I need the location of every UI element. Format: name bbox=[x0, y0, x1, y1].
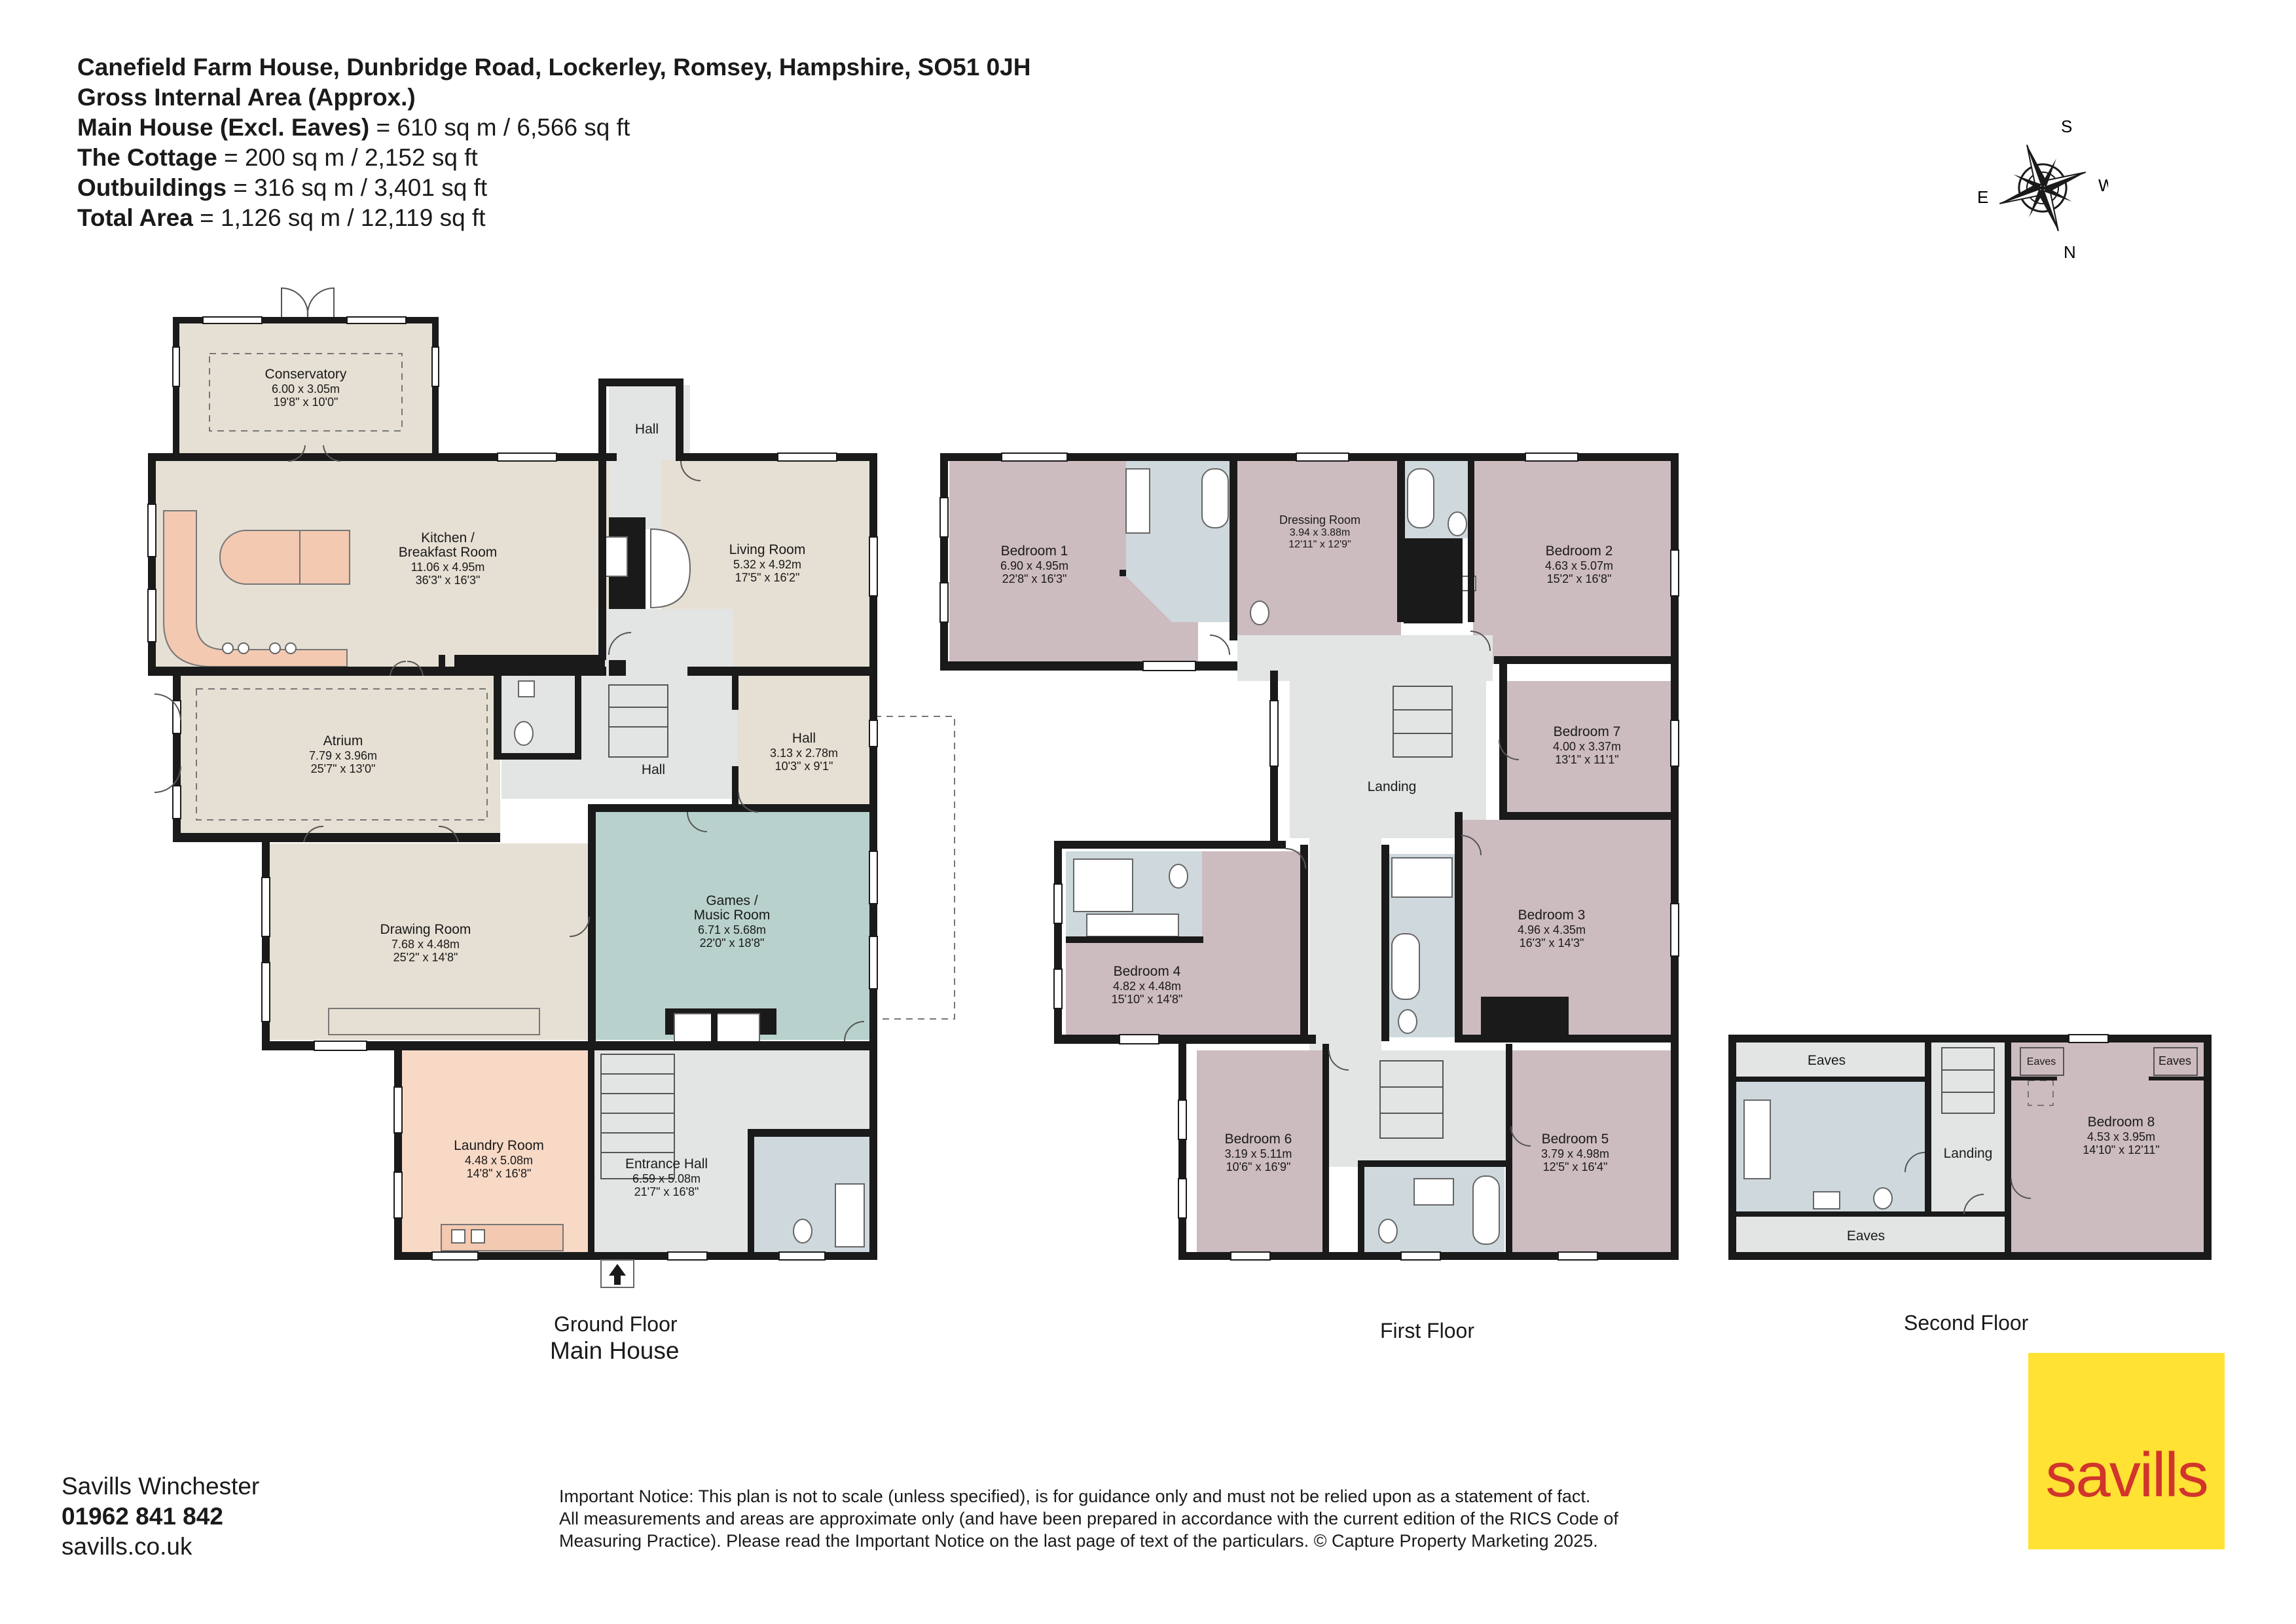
logo-text: savills bbox=[2045, 1440, 2208, 1510]
room-name: Entrance Hall bbox=[625, 1156, 708, 1172]
room-imperial: 25'7" x 13'0" bbox=[311, 762, 376, 775]
room-metric: 4.63 x 5.07m bbox=[1545, 559, 1613, 572]
area-total: Total Area = 1,126 sq m / 12,119 sq ft bbox=[77, 204, 486, 231]
ground-floor-labels: Conservatory 6.00 x 3.05m 19'8" x 10'0" … bbox=[265, 367, 838, 1198]
room-imperial: 14'10" x 12'11" bbox=[2083, 1143, 2159, 1156]
header: Canefield Farm House, Dunbridge Road, Lo… bbox=[77, 52, 1030, 233]
agent-details: Savills Winchester 01962 841 842 savills… bbox=[62, 1471, 259, 1562]
room-imperial: 22'8" x 16'3" bbox=[1002, 572, 1067, 585]
room-name: Landing bbox=[1368, 779, 1417, 794]
room-metric: 4.00 x 3.37m bbox=[1553, 740, 1621, 753]
important-notice: Important Notice: This plan is not to sc… bbox=[559, 1486, 1618, 1551]
room-name: Drawing Room bbox=[380, 922, 471, 937]
compass-w: W bbox=[2098, 175, 2108, 195]
room-metric: 7.79 x 3.96m bbox=[309, 749, 377, 762]
room-imperial: 16'3" x 14'3" bbox=[1520, 936, 1584, 950]
room-metric: 4.96 x 4.35m bbox=[1518, 923, 1586, 936]
room-imperial: 36'3" x 16'3" bbox=[416, 574, 481, 587]
agent-office: Savills Winchester bbox=[62, 1473, 260, 1500]
room-name: Eaves bbox=[2159, 1054, 2191, 1067]
room-metric: 4.53 x 3.95m bbox=[2087, 1130, 2155, 1143]
room-metric: 11.06 x 4.95m bbox=[411, 561, 485, 574]
room-metric: 6.90 x 4.95m bbox=[1000, 559, 1068, 572]
room-metric: 6.00 x 3.05m bbox=[272, 382, 340, 396]
room-metric: 5.32 x 4.92m bbox=[733, 558, 801, 571]
room-metric: 3.94 x 3.88m bbox=[1290, 527, 1351, 538]
room-name: Bedroom 8 bbox=[2088, 1115, 2155, 1130]
room-imperial: 22'0" x 18'8" bbox=[700, 936, 765, 950]
room-name: Conservatory bbox=[265, 367, 347, 382]
caption-ground-floor: Ground Floor bbox=[554, 1312, 678, 1336]
caption-main-house: Main House bbox=[550, 1337, 680, 1364]
room-name: Eaves bbox=[2027, 1056, 2056, 1067]
second-floor bbox=[1728, 1034, 2212, 1260]
room-imperial: 13'1" x 11'1" bbox=[1555, 753, 1618, 766]
ground-floor bbox=[147, 287, 955, 1288]
room-name: Laundry Room bbox=[454, 1138, 544, 1153]
room-name: Bedroom 2 bbox=[1546, 544, 1613, 559]
savills-logo: savills bbox=[2028, 1353, 2225, 1549]
room-metric: 6.71 x 5.68m bbox=[698, 923, 766, 936]
room-metric: 3.79 x 4.98m bbox=[1541, 1147, 1609, 1160]
room-name: Kitchen / bbox=[421, 530, 475, 545]
address: Canefield Farm House, Dunbridge Road, Lo… bbox=[77, 54, 1031, 81]
room-imperial: 12'11" x 12'9" bbox=[1288, 539, 1351, 550]
room-name: Bedroom 1 bbox=[1001, 544, 1068, 559]
room-name: Living Room bbox=[729, 542, 806, 557]
caption-first-floor: First Floor bbox=[1380, 1319, 1474, 1342]
caption-second-floor: Second Floor bbox=[1904, 1311, 2029, 1335]
room-imperial: 21'7" x 16'8" bbox=[634, 1185, 699, 1198]
room-metric: 4.48 x 5.08m bbox=[465, 1154, 533, 1167]
room-name: Hall bbox=[635, 422, 659, 437]
room-name: Hall bbox=[642, 762, 665, 777]
room-imperial: 19'8" x 10'0" bbox=[274, 396, 338, 409]
room-name: Breakfast Room bbox=[399, 545, 498, 560]
room-name: Landing bbox=[1944, 1146, 1993, 1161]
second-floor-labels: Eaves Eaves Eaves Eaves Landing Bedroom … bbox=[1808, 1053, 2191, 1244]
room-name: Bedroom 6 bbox=[1225, 1132, 1292, 1147]
room-name: Bedroom 7 bbox=[1554, 724, 1621, 739]
compass-rose-icon: S W N E bbox=[1977, 117, 2108, 262]
room-name: Music Room bbox=[694, 908, 771, 923]
room-name: Bedroom 3 bbox=[1518, 908, 1586, 923]
room-name: Games / bbox=[706, 893, 758, 908]
compass-s: S bbox=[2061, 117, 2072, 136]
room-name: Atrium bbox=[323, 733, 363, 748]
room-name: Eaves bbox=[1847, 1228, 1885, 1244]
area-cottage: The Cottage = 200 sq m / 2,152 sq ft bbox=[77, 144, 478, 171]
room-imperial: 15'2" x 16'8" bbox=[1547, 572, 1612, 585]
room-name: Bedroom 5 bbox=[1542, 1132, 1609, 1147]
agent-website[interactable]: savills.co.uk bbox=[62, 1533, 192, 1560]
room-name: Hall bbox=[792, 731, 816, 746]
room-imperial: 14'8" x 16'8" bbox=[467, 1167, 532, 1180]
room-metric: 3.13 x 2.78m bbox=[770, 747, 838, 760]
first-floor bbox=[939, 452, 1679, 1261]
room-name: Eaves bbox=[1808, 1053, 1846, 1068]
area-main: Main House (Excl. Eaves) = 610 sq m / 6,… bbox=[77, 114, 630, 141]
room-imperial: 10'6" x 16'9" bbox=[1226, 1160, 1291, 1173]
room-metric: 6.59 x 5.08m bbox=[632, 1172, 701, 1185]
area-outbuildings: Outbuildings = 316 sq m / 3,401 sq ft bbox=[77, 174, 488, 201]
room-name: Dressing Room bbox=[1279, 513, 1360, 526]
room-imperial: 10'3" x 9'1" bbox=[775, 760, 833, 773]
room-imperial: 12'5" x 16'4" bbox=[1543, 1160, 1608, 1173]
room-metric: 3.19 x 5.11m bbox=[1225, 1147, 1292, 1160]
room-name: Bedroom 4 bbox=[1114, 964, 1181, 979]
room-imperial: 17'5" x 16'2" bbox=[735, 571, 800, 584]
first-floor-labels: Bedroom 1 6.90 x 4.95m 22'8" x 16'3" Dre… bbox=[1000, 513, 1621, 1173]
room-imperial: 25'2" x 14'8" bbox=[393, 951, 458, 964]
agent-phone[interactable]: 01962 841 842 bbox=[62, 1503, 223, 1530]
room-metric: 4.82 x 4.48m bbox=[1113, 980, 1181, 993]
gia-title: Gross Internal Area (Approx.) bbox=[77, 84, 416, 111]
room-imperial: 15'10" x 14'8" bbox=[1112, 993, 1183, 1006]
compass-n: N bbox=[2064, 242, 2076, 262]
compass-e: E bbox=[1977, 187, 1988, 207]
room-metric: 7.68 x 4.48m bbox=[392, 938, 460, 951]
